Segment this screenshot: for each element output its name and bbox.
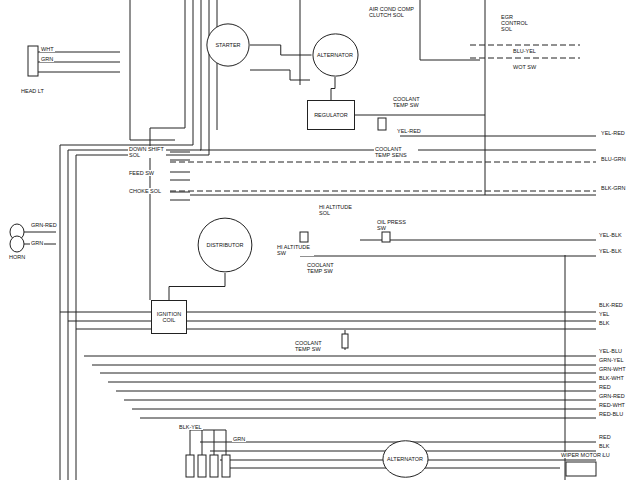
wire-label: HI ALTITUDE SOL [318,204,360,216]
wire-label: BLU-YEL [512,48,537,54]
component-name: IGNITION COIL [152,311,186,323]
sensor-symbol [378,118,386,130]
wire-label: CHOKE SOL [128,188,166,194]
wire-label: COOLANT TEMP SW [392,96,436,108]
wire-label: GRN [232,436,246,442]
wire-label: BLK-WHT [598,375,625,381]
plug-symbol [222,455,230,477]
switch-symbol [300,232,308,242]
wire-label: AIR COND COMP CLUTCH SOL [368,6,416,18]
wire-label: WIPER MOTOR [560,452,602,458]
component-name: ALTERNATOR [386,456,424,462]
switch-symbol [382,232,390,242]
wire-label: GRN [40,56,54,62]
wire-label: BLK [598,443,610,449]
wire-label: RED [598,384,612,390]
wire-label: BLK-RED [598,302,624,308]
wire-label: RED [598,434,612,440]
wire-label: GRN-WHT [598,366,627,372]
wire-label: WHT [40,46,55,52]
motor-symbol [566,462,596,476]
wire-label: HI ALTITUDE SW [276,244,314,256]
wire-label: DOWN SHIFT SOL [128,146,166,158]
wire-label: EGR CONTROL SOL [500,14,538,32]
wire-label: RED-BLU [598,411,624,417]
wire-label: GRN-RED [30,222,58,228]
plug-wires [190,430,226,455]
wire-label: WOT SW [512,64,537,70]
wire-label: FEED SW [128,170,155,176]
wire-label: OIL PRESS SW [376,219,410,231]
wire-label: HEAD LT [20,88,45,94]
wire-label: COOLANT TEMP SW [294,340,338,352]
horn-symbol [10,236,24,252]
plug-symbol [210,455,218,477]
wire-label: YEL-BLU [598,348,623,354]
sensor-symbol [342,334,348,348]
bus-wires [60,115,596,480]
sol-wires [170,152,190,200]
component-circle: ALTERNATOR [312,33,359,77]
component-circle: DISTRIBUTOR [197,217,253,273]
dashed-wires [170,45,596,191]
wire-label: RED-WHT [598,402,626,408]
wire-label: COOLANT TEMP SENS [374,146,418,158]
wire-label: YEL-RED [396,128,422,134]
wire-label: YEL-RED [600,130,626,136]
component-circle: ALTERNATOR [382,440,429,478]
wire-label: GRN-YEL [598,357,624,363]
component-name: DISTRIBUTOR [205,242,244,248]
wire [331,77,335,100]
wire-label: BLK-GRN [600,185,626,191]
wire [169,273,225,300]
wire-label: YEL [598,311,610,317]
wire-label: YEL-BLK [598,232,623,238]
wire [250,45,312,55]
wire-label: COOLANT TEMP SW [306,262,350,274]
component-circle: STARTER [206,23,250,67]
left-wires [24,52,120,244]
headlight-connector [28,46,38,76]
plug-symbol [186,455,194,477]
wire-label: HORN [8,254,26,260]
component-box: REGULATOR [307,100,355,130]
plug-symbol [198,455,206,477]
wire-label: GRN [30,240,44,246]
wire-label: GRN-RED [598,393,626,399]
wire-label: YEL-BLK [598,248,623,254]
component-name: STARTER [214,42,241,48]
component-name: REGULATOR [313,112,349,118]
wire-label: BLK-YEL [178,424,203,430]
wire-label: BLU-GRN [600,156,627,162]
wire-label: BLK [598,320,610,326]
component-name: ALTERNATOR [316,52,354,58]
component-box: IGNITION COIL [151,300,187,334]
